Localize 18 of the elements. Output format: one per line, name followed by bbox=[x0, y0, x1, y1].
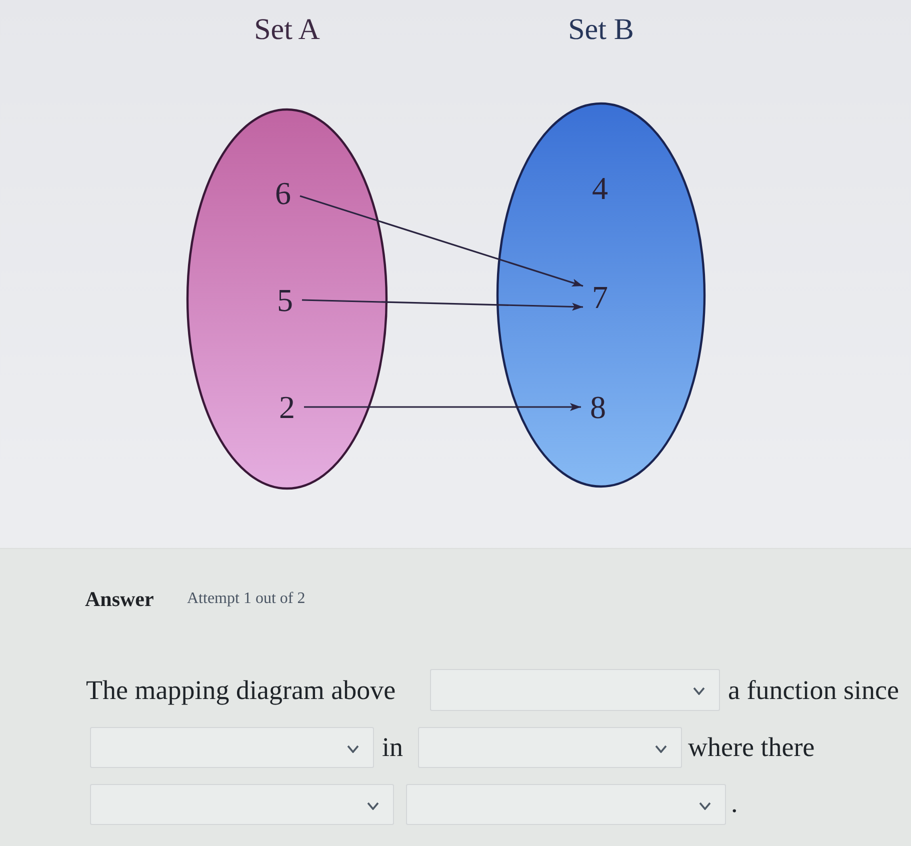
element-number: 6 bbox=[266, 176, 300, 210]
mapping-arrow bbox=[302, 299, 584, 311]
attempt-counter: Attempt 1 out of 2 bbox=[187, 589, 306, 609]
prompt-text: . bbox=[731, 786, 738, 820]
prompt-text: The mapping diagram above bbox=[86, 674, 396, 706]
element-number: 2 bbox=[270, 390, 304, 424]
element-number: 5 bbox=[268, 283, 302, 317]
prompt-text: a function since bbox=[728, 674, 899, 706]
mapping-arrow bbox=[300, 195, 584, 287]
prompt-text: in bbox=[382, 730, 404, 764]
set-title: Set B bbox=[567, 12, 635, 48]
prompt-text: where there bbox=[688, 730, 815, 764]
element-number: 8 bbox=[581, 390, 615, 424]
mapping-arrow bbox=[304, 403, 581, 411]
element-number: 7 bbox=[583, 280, 617, 314]
set-title: Set A bbox=[253, 12, 321, 48]
element-number: 4 bbox=[583, 171, 617, 205]
answer-heading: Answer bbox=[85, 587, 154, 613]
